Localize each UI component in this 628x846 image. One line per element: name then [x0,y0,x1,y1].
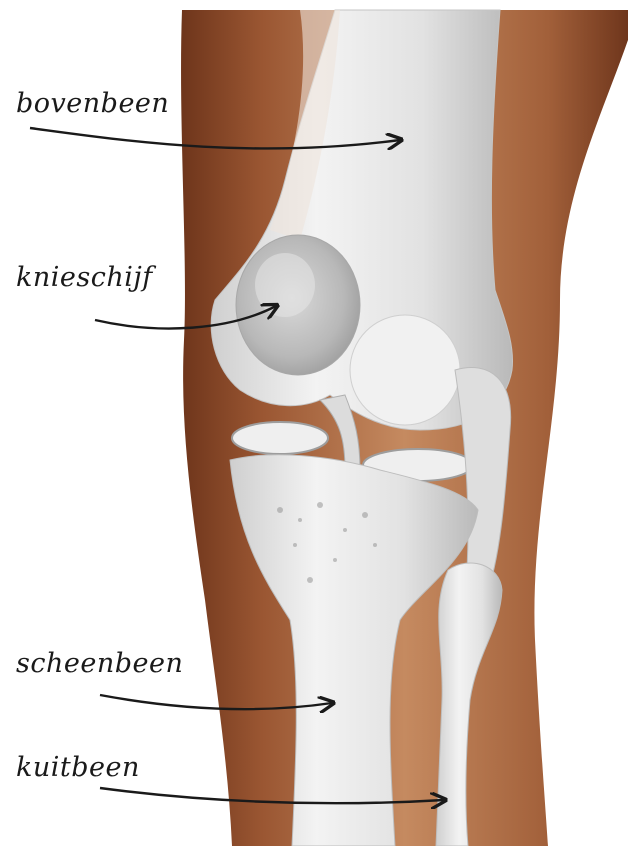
label-kuitbeen: kuitbeen [16,752,140,783]
label-scheenbeen: scheenbeen [16,648,183,679]
medial-meniscus [232,422,328,454]
patella-highlight [255,253,315,317]
label-knieschijf: knieschijf [16,262,153,293]
label-bovenbeen: bovenbeen [16,88,169,119]
